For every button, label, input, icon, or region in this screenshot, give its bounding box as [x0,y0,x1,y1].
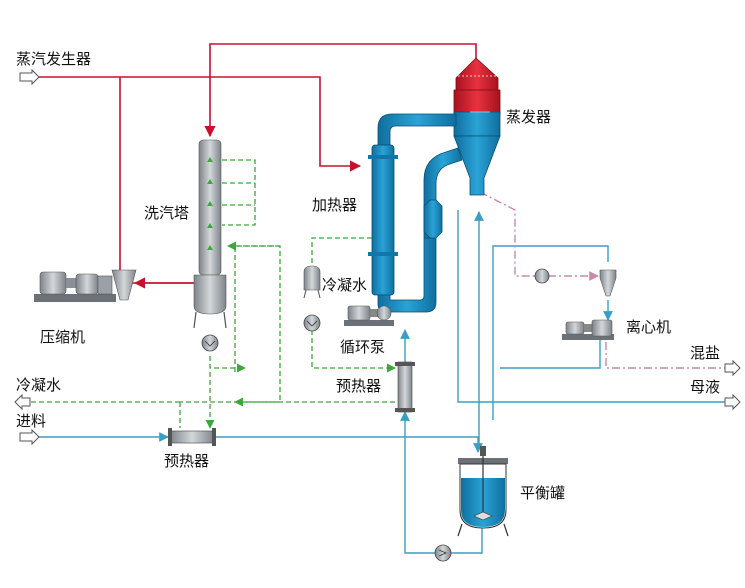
condensate-pump-icon [303,314,321,332]
salt-line-out [605,342,736,373]
heater [368,113,463,313]
steam-lines [38,43,477,289]
circulation-pump [344,305,394,326]
label-balance-tank: 平衡罐 [520,484,565,502]
scrubber-pump-icon [201,334,219,352]
cyclone [599,269,617,297]
centrifuge-return-line [492,245,609,420]
evaporator-cone [453,135,501,196]
mother-liquor-outlet-arrow-icon [724,393,741,411]
balance-tank [457,446,509,537]
preheater-bottom [168,428,216,446]
condensate-line-heater [311,237,372,266]
condensate-outlet-arrow-icon [14,393,31,411]
evaporator [453,57,501,196]
label-heater: 加热器 [312,196,357,214]
steam-inlet-arrow-icon [19,68,40,86]
compressor [34,269,137,302]
heater-shell [371,144,395,296]
label-preheater-bottom: 预热器 [164,452,209,470]
salt-lines [479,191,736,373]
steam-line-vapor-return [204,43,477,138]
condensate-pot [303,265,321,299]
centrifuge [562,269,617,340]
label-preheater-right: 预热器 [336,377,381,395]
centrifuge-mother-line [500,340,601,369]
label-feed: 进料 [16,412,46,430]
mother-liquor-line [457,210,736,407]
label-circulation-pump: 循环泵 [340,338,385,356]
condensate-line-pump-out [311,330,396,373]
evaporator-cap [455,57,499,93]
label-mother-liquor: 母液 [690,378,720,396]
condensate-line-scrubber-bottom [209,356,246,373]
label-steam-generator: 蒸汽发生器 [16,50,91,68]
heater-vapor-pipe [377,113,457,146]
evaporator-upper-body [453,89,501,115]
label-mixed-salt: 混盐 [690,344,720,362]
process-lines [38,210,736,554]
label-scrubber: 洗汽塔 [144,204,189,222]
salt-line-evaporator-out [479,191,538,277]
feed-to-tank-line [215,436,483,453]
salt-outlet-arrow-icon [724,359,741,377]
preheater-right [395,361,415,413]
steam-line-to-compressor [119,77,195,284]
centrifuge-pump-icon [534,268,550,284]
evaporator-lower-body [453,111,501,137]
condensate-line-scrubber-right [222,159,256,226]
downcomer-separator [423,199,443,239]
feed-inlet-arrow-icon [19,428,40,446]
scrubber [193,139,227,329]
tank-pump-icon [434,544,452,562]
condensate-lines [21,159,396,429]
steam-line-supply [38,76,362,172]
scrubber-base [193,274,227,315]
label-centrifuge: 离心机 [626,318,671,336]
label-evaporator: 蒸发器 [506,108,551,126]
label-condensate-top: 冷凝水 [322,276,367,294]
label-compressor: 压缩机 [40,328,85,346]
label-condensate-left: 冷凝水 [16,376,61,394]
